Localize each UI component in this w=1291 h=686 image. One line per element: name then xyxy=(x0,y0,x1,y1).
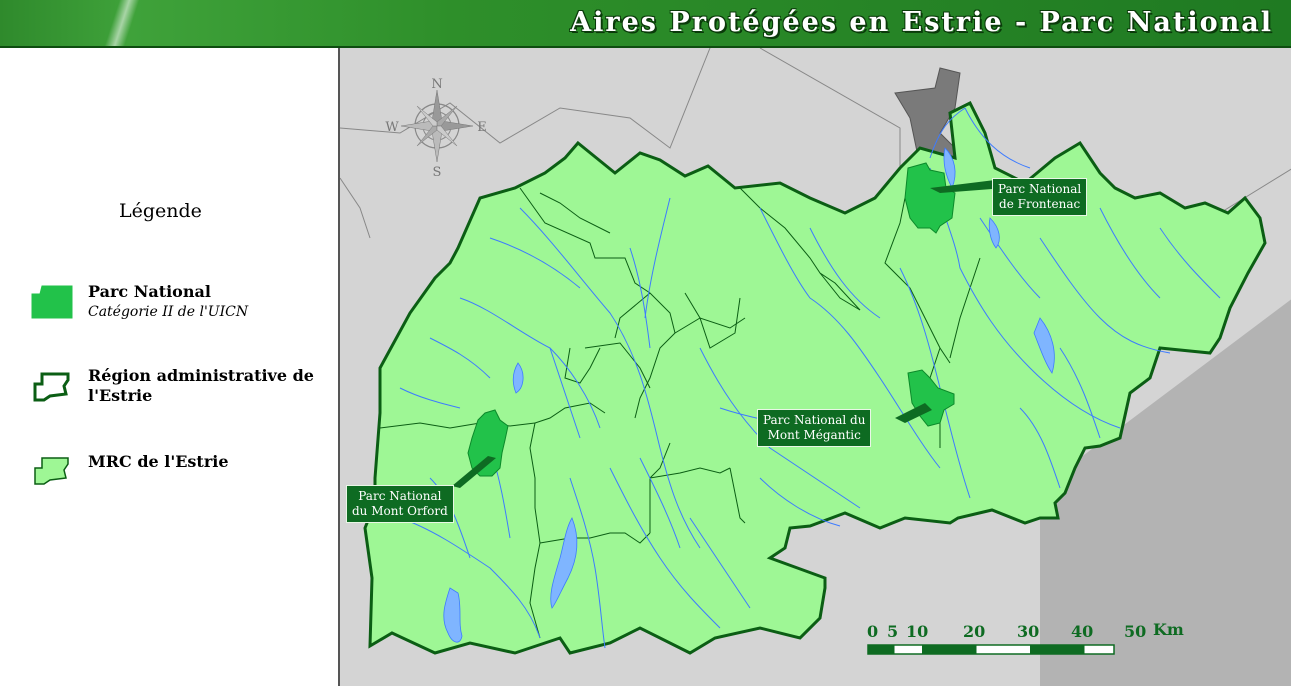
map-area[interactable]: N S E W Parc National de Frontenac Parc … xyxy=(338,48,1291,686)
compass-rose-icon: N S E W xyxy=(385,77,486,180)
lakes xyxy=(443,147,1055,643)
compass-w-label: W xyxy=(385,120,399,135)
scale-unit-label: Km xyxy=(1153,620,1184,639)
scale-label-20: 20 xyxy=(963,622,986,641)
title-bar: Aires Protégées en Estrie - Parc Nationa… xyxy=(0,0,1291,48)
frontenac-pointer xyxy=(930,180,1005,193)
scale-label-30: 30 xyxy=(1017,622,1040,641)
park-frontenac-area xyxy=(904,162,956,234)
legend-label-park: Parc National xyxy=(88,282,211,301)
mrc-boundaries xyxy=(379,187,981,639)
neighbour-boundary xyxy=(1219,168,1291,214)
callout-orford[interactable]: Parc National du Mont Orford xyxy=(346,485,454,523)
scale-label-5: 5 xyxy=(887,622,899,641)
title-decoration xyxy=(104,0,140,46)
compass-s-label: S xyxy=(433,165,442,180)
region-outline-icon xyxy=(33,372,70,402)
callout-frontenac[interactable]: Parc National de Frontenac xyxy=(992,178,1088,216)
neighbour-boundary xyxy=(340,48,711,149)
scale-label-40: 40 xyxy=(1071,622,1094,641)
estrie-region xyxy=(363,100,1267,655)
compass-n-label: N xyxy=(431,77,442,92)
map-title: Aires Protégées en Estrie - Parc Nationa… xyxy=(570,7,1273,38)
surrounding-land-dark xyxy=(1040,299,1291,686)
callout-orford-line2: du Mont Orford xyxy=(352,504,448,518)
map-canvas: N S E W xyxy=(340,48,1291,686)
neighbour-boundary xyxy=(340,177,371,239)
callout-frontenac-line1: Parc National xyxy=(998,182,1082,196)
mrc-swatch-icon xyxy=(34,457,69,485)
megantic-pointer xyxy=(895,403,932,423)
callout-frontenac-line2: de Frontenac xyxy=(999,197,1081,211)
callout-megantic-line1: Parc National du xyxy=(763,413,866,427)
rivers xyxy=(399,107,1221,649)
scale-label-50: 50 xyxy=(1124,622,1147,641)
callout-orford-line1: Parc National xyxy=(358,489,442,503)
callout-megantic[interactable]: Parc National du Mont Mégantic xyxy=(757,409,872,447)
compass-e-label: E xyxy=(477,120,487,135)
legend-label-region: Région administrative de l'Estrie xyxy=(88,366,314,405)
legend-title: Légende xyxy=(119,200,202,222)
callout-megantic-line2: Mont Mégantic xyxy=(767,428,861,442)
park-swatch-icon xyxy=(31,285,73,319)
neighbour-boundary xyxy=(759,48,901,168)
scale-label-10: 10 xyxy=(906,622,929,641)
legend-panel: Légende Parc National Catégorie II de l'… xyxy=(0,48,338,686)
orford-pointer xyxy=(452,456,496,488)
legend-label-mrc: MRC de l'Estrie xyxy=(88,452,229,471)
park-orford-area xyxy=(467,409,509,477)
legend-sublabel-park: Catégorie II de l'UICN xyxy=(88,304,249,320)
scale-bar xyxy=(867,644,1115,655)
scale-label-0: 0 xyxy=(867,622,879,641)
